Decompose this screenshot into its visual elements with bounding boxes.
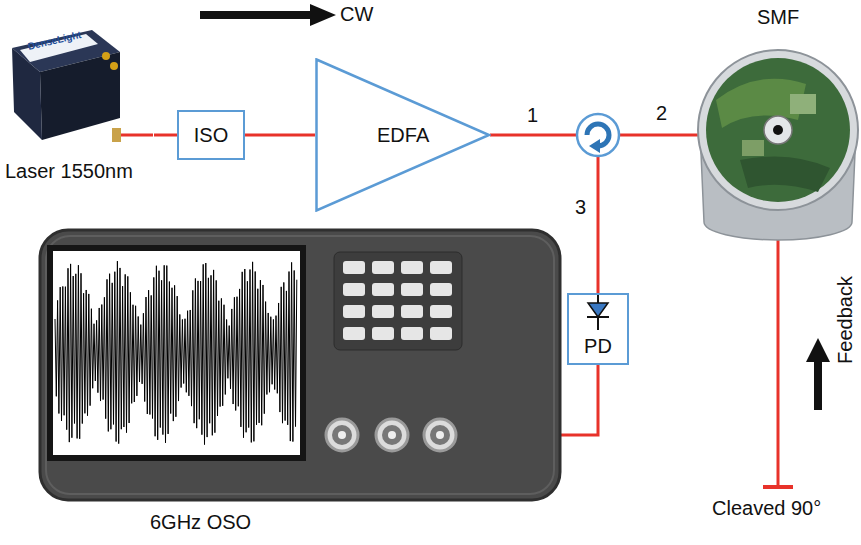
scope-body [40, 230, 560, 500]
circulator-symbol [577, 114, 619, 156]
feedback-arrow [806, 338, 830, 410]
bnc-ring [376, 419, 408, 451]
laser-side-face [12, 48, 42, 140]
circulator-ring [577, 114, 619, 156]
spool-flange [698, 50, 858, 210]
port-number: 2 [656, 102, 667, 125]
photodetector-box: PD [567, 293, 629, 365]
bnc-connector [424, 419, 456, 451]
spool-print [790, 94, 816, 114]
bnc-pin [436, 431, 444, 439]
node-text: PD [584, 335, 612, 358]
sma-connector [110, 62, 118, 70]
scope-button [401, 305, 423, 318]
spool-print [742, 140, 764, 156]
amplifier-outline [317, 60, 490, 211]
scope-button [430, 261, 452, 274]
scope-button [372, 283, 394, 296]
feedback-label: Feedback [834, 276, 857, 364]
bnc-connector [376, 419, 408, 451]
fiber-spool-node: SMF [700, 2, 856, 240]
button-panel [334, 252, 462, 350]
scope-screen [50, 248, 303, 458]
scope-button [430, 305, 452, 318]
brand-label: DenseLight [27, 28, 83, 53]
spool-print [740, 156, 830, 192]
amplifier-triangle: EDFA [315, 58, 491, 212]
scope-button [343, 261, 365, 274]
diode-bar [587, 316, 609, 318]
laser-front-face [40, 52, 120, 140]
scope-button [401, 327, 423, 340]
fiber-spool [698, 50, 858, 240]
node-text: EDFA [377, 124, 429, 147]
sma-connector [102, 52, 110, 60]
bnc-pin [388, 431, 396, 439]
scope-button [343, 305, 365, 318]
bnc-ring [424, 419, 456, 451]
waveform [55, 261, 297, 444]
scope-button [430, 283, 452, 296]
fiber-end-label: Cleaved 90° [712, 497, 821, 520]
fiber-connector [245, 134, 315, 137]
node-text: SMF [757, 6, 799, 29]
waveform-trace [55, 261, 297, 444]
spool-hub [764, 116, 792, 144]
scope-button [430, 327, 452, 340]
bnc-socket [430, 425, 450, 445]
scope-button [372, 305, 394, 318]
beam-label: CW [340, 3, 373, 26]
fiber-pigtail [118, 134, 153, 137]
scope-button [372, 261, 394, 274]
scope-bevel [46, 236, 554, 494]
diode-symbol [587, 293, 609, 330]
port-number: 1 [527, 104, 538, 127]
scope-button [343, 327, 365, 340]
scope-button [343, 283, 365, 296]
fiber-line [619, 134, 704, 137]
cleaved-fiber-end [763, 485, 793, 489]
oscilloscope [40, 230, 560, 500]
laser-source: Laser 1550nm [2, 30, 154, 187]
fiber-line [777, 236, 780, 486]
fiber-connector [563, 365, 598, 435]
scope-button [372, 327, 394, 340]
port-number: 3 [575, 196, 586, 219]
bnc-connector [326, 419, 358, 451]
scope-button [401, 283, 423, 296]
oscilloscope-node: 6GHz OSO [40, 228, 563, 538]
node-text: 6GHz OSO [150, 511, 251, 534]
direction-arrow [200, 4, 336, 26]
spool-hole [773, 125, 783, 135]
fiber-line [597, 156, 600, 294]
bnc-pin [338, 431, 346, 439]
fiber-line [490, 134, 577, 137]
node-text: ISO [194, 124, 228, 147]
fiber-connector [154, 134, 177, 137]
spool-face [706, 58, 850, 202]
bnc-socket [332, 425, 352, 445]
bnc-ring [326, 419, 358, 451]
circulator-arrowhead [589, 139, 600, 153]
node-text: Laser 1550nm [5, 160, 133, 183]
fiber-connector-nub [112, 128, 121, 142]
bnc-socket [382, 425, 402, 445]
diode-triangle [588, 303, 608, 317]
scope-button [401, 261, 423, 274]
isolator-box: ISO [177, 110, 245, 160]
